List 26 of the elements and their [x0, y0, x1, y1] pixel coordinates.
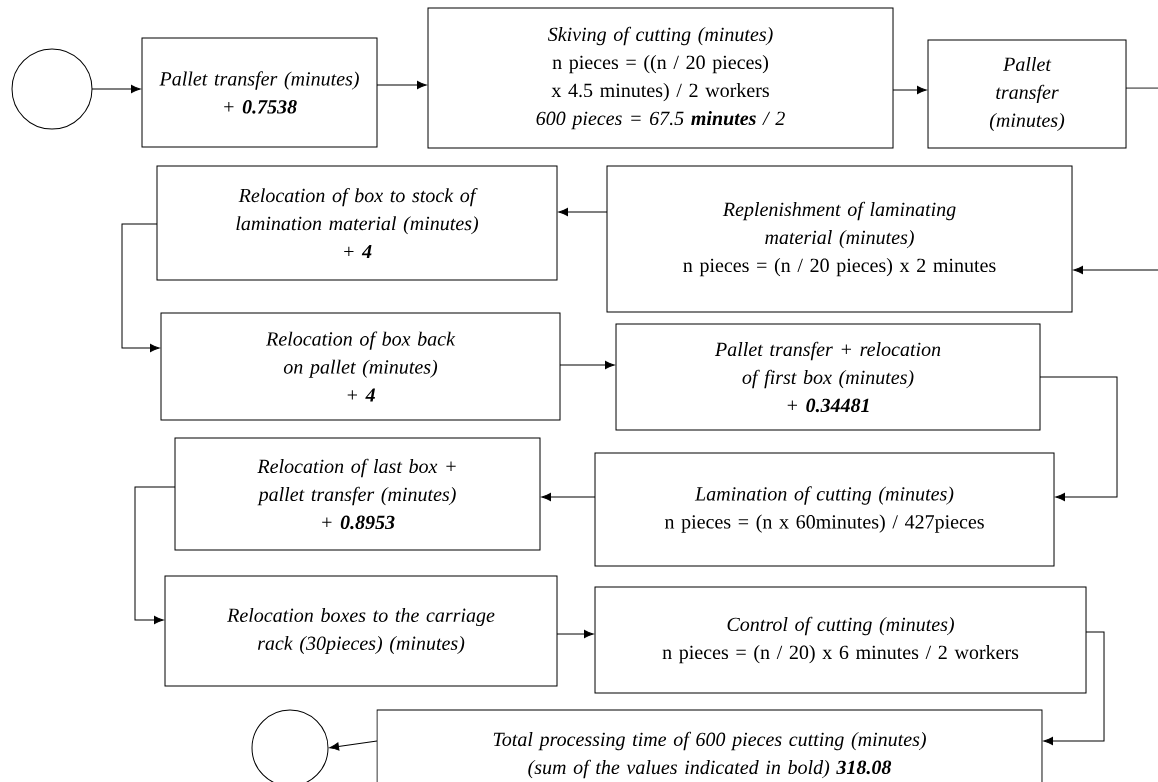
process-box: Pallet transfer (minutes) + 0.7538: [141, 37, 378, 148]
arrow: [329, 740, 378, 751]
process-box: Relocation of box to stock of lamination material (minutes) + 4: [156, 165, 558, 281]
process-box: Relocation of last box + pallet transfer (minutes) + 0.8953: [174, 437, 541, 551]
arrow: [559, 360, 615, 370]
process-box: Lamination of cutting (minutes) n pieces = (n x 60minutes) / 427pieces: [594, 452, 1055, 567]
arrow: [121, 223, 160, 353]
process-box: Control of cutting (minutes) n pieces = (n / 20) x 6 minutes / 2 workers: [594, 586, 1087, 694]
terminal-circle: [11, 48, 93, 130]
process-box: Skiving of cutting (minutes) n pieces = ((n / 20 pieces) x 4.5 minutes) / 2 workers 600 pieces = 67.5 minutes / 2: [427, 7, 894, 149]
process-box: Relocation boxes to the carriage rack (30pieces) (minutes): [164, 575, 558, 687]
arrow: [1043, 631, 1105, 746]
arrow: [134, 486, 176, 625]
process-box: Replenishment of laminating material (minutes) n pieces = (n / 20 pieces) x 2 minutes: [606, 165, 1073, 313]
process-box: Relocation of box back on pallet (minutes) + 4: [160, 312, 561, 421]
process-box: Pallet transfer (minutes): [927, 39, 1127, 149]
arrow: [1039, 376, 1118, 502]
arrow: [556, 629, 594, 639]
arrow: [541, 492, 596, 502]
arrow: [1073, 87, 1158, 275]
process-box: Total processing time of 600 pieces cutting (minutes) (sum of the values indicated in bold) 318.08: [376, 709, 1043, 782]
arrow: [558, 207, 608, 217]
arrow: [892, 85, 927, 95]
arrow: [91, 84, 141, 94]
process-box: Pallet transfer + relocation of first box (minutes) + 0.34481: [615, 323, 1041, 431]
arrow: [376, 80, 427, 90]
